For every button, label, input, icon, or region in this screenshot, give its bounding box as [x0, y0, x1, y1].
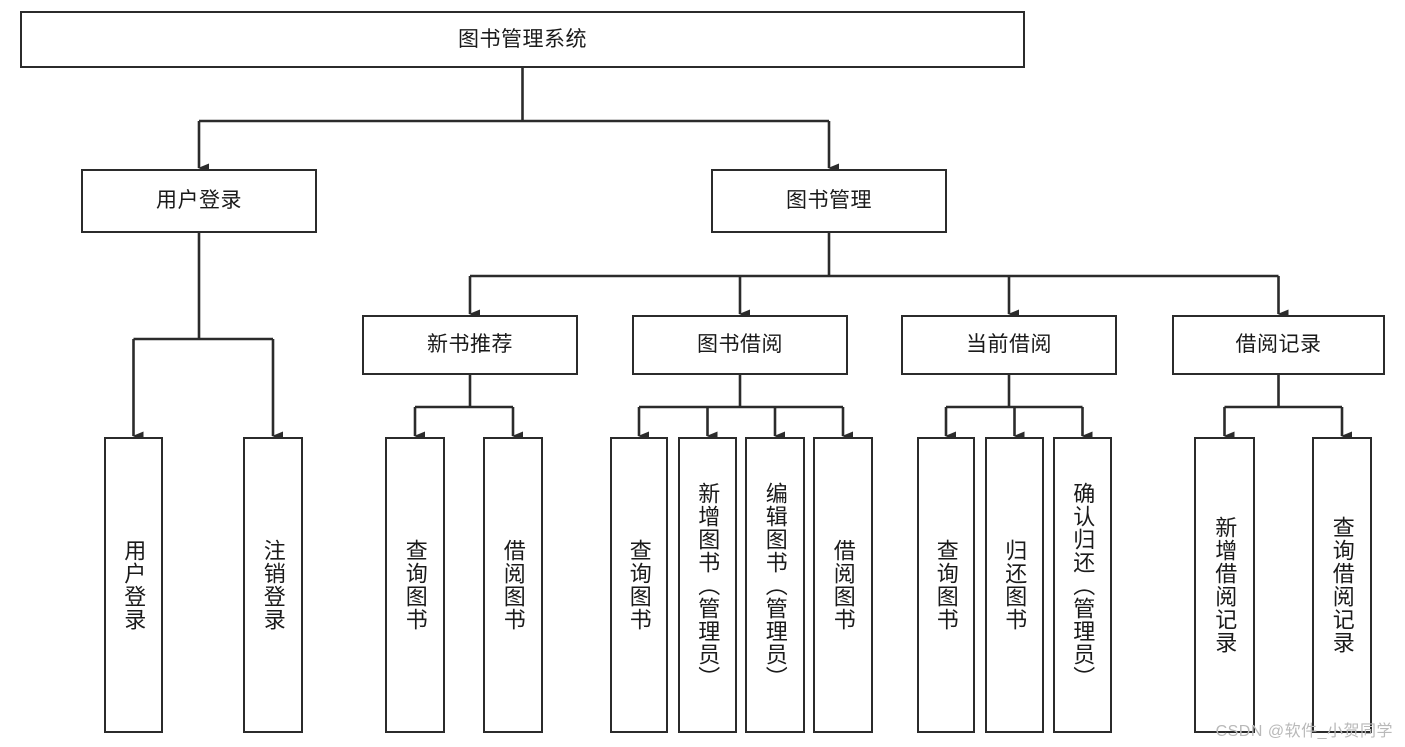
node-label: 图书管理系统 — [458, 27, 587, 51]
node-leaf-add-record[interactable]: 新增借阅记录 — [1194, 437, 1255, 733]
node-label: 编辑图书（管理员） — [762, 481, 788, 689]
node-label: 借阅图书 — [830, 539, 856, 631]
node-leaf-logout[interactable]: 注销登录 — [243, 437, 303, 733]
node-borrow-record[interactable]: 借阅记录 — [1172, 315, 1385, 375]
node-label: 查询图书 — [933, 539, 959, 631]
node-user-login[interactable]: 用户登录 — [81, 169, 317, 233]
node-label: 图书借阅 — [697, 333, 783, 357]
node-leaf-query-book-2[interactable]: 查询图书 — [610, 437, 668, 733]
node-label: 新书推荐 — [427, 333, 513, 357]
node-label: 确认归还（管理员） — [1070, 481, 1096, 689]
node-current-borrow[interactable]: 当前借阅 — [901, 315, 1117, 375]
edge-group — [132, 68, 1352, 441]
node-leaf-add-book[interactable]: 新增图书（管理员） — [678, 437, 737, 733]
node-book-manage[interactable]: 图书管理 — [711, 169, 947, 233]
node-leaf-borrow-book-1[interactable]: 借阅图书 — [483, 437, 543, 733]
node-leaf-query-record[interactable]: 查询借阅记录 — [1312, 437, 1372, 733]
node-new-book-rec[interactable]: 新书推荐 — [362, 315, 578, 375]
node-leaf-edit-book[interactable]: 编辑图书（管理员） — [745, 437, 805, 733]
node-label: 查询借阅记录 — [1329, 516, 1355, 654]
node-label: 借阅记录 — [1235, 333, 1322, 357]
node-book-borrow[interactable]: 图书借阅 — [632, 315, 848, 375]
node-label: 借阅图书 — [500, 539, 526, 631]
node-leaf-query-book-1[interactable]: 查询图书 — [385, 437, 445, 733]
node-label: 用户登录 — [156, 189, 242, 213]
node-label: 用户登录 — [121, 539, 147, 631]
node-leaf-query-book-3[interactable]: 查询图书 — [917, 437, 975, 733]
node-label: 新增图书（管理员） — [695, 481, 721, 689]
node-label: 注销登录 — [260, 539, 286, 631]
node-label: 新增借阅记录 — [1212, 516, 1238, 654]
node-leaf-user-login[interactable]: 用户登录 — [104, 437, 163, 733]
node-label: 查询图书 — [402, 539, 428, 631]
node-leaf-confirm-return[interactable]: 确认归还（管理员） — [1053, 437, 1112, 733]
node-label: 归还图书 — [1002, 539, 1028, 631]
node-leaf-borrow-book-2[interactable]: 借阅图书 — [813, 437, 873, 733]
node-label: 查询图书 — [626, 539, 652, 631]
watermark: CSDN @软件_小贺同学 — [1215, 723, 1393, 740]
node-leaf-return-book[interactable]: 归还图书 — [985, 437, 1044, 733]
node-root[interactable]: 图书管理系统 — [20, 11, 1025, 68]
node-label: 当前借阅 — [966, 333, 1052, 357]
node-label: 图书管理 — [786, 189, 872, 213]
